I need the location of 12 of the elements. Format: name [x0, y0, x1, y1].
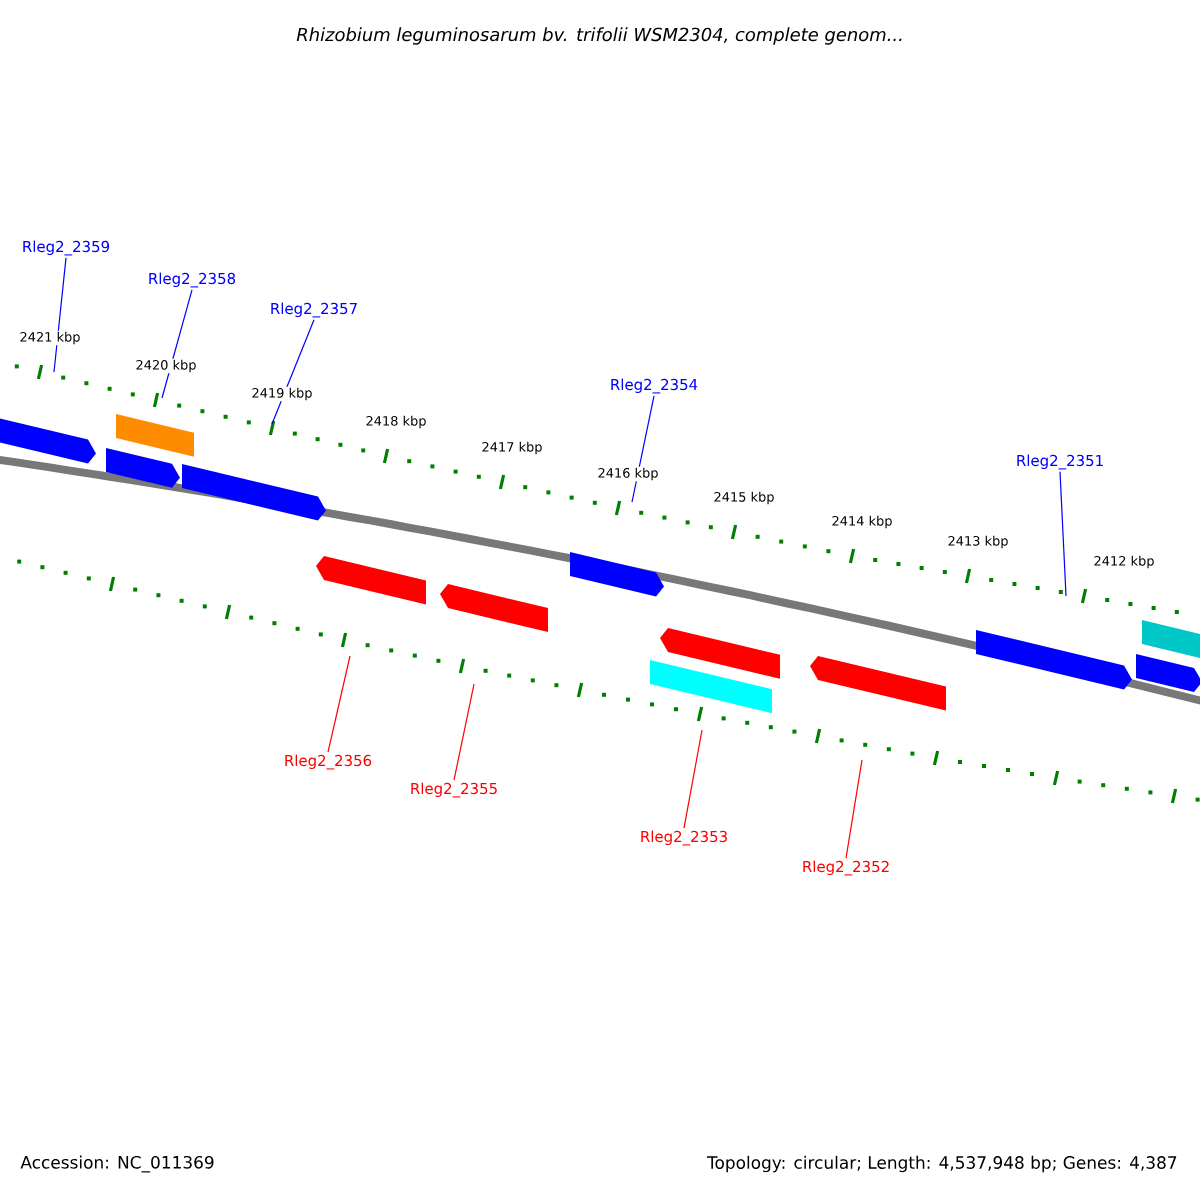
- leader-line: [1059, 471, 1067, 597]
- leader-line: [631, 395, 655, 503]
- leader-line: [327, 655, 351, 753]
- leader-line: [683, 729, 703, 829]
- footer-text: Accession: NC_011369: [20, 1155, 214, 1173]
- footer-text: Topology: circular; Length: 4,537,948 bp; Genes: 4,387: [706, 1155, 1177, 1173]
- leader-line: [845, 759, 863, 859]
- leader-line: [161, 289, 193, 399]
- title: Rhizobium leguminosarum bv. trifolii WSM2304, complete genom...: [296, 27, 902, 45]
- leader-line: [453, 683, 475, 781]
- leader-line: [53, 257, 67, 373]
- leader-line: [271, 319, 315, 425]
